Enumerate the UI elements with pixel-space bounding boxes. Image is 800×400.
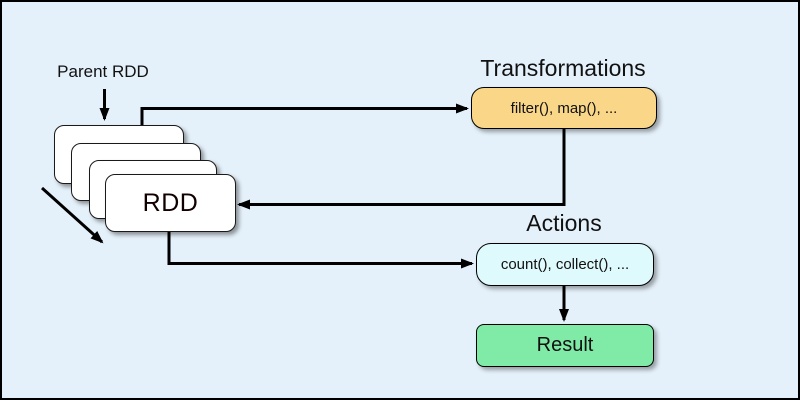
- actions-box: count(), collect(), ...: [476, 243, 654, 286]
- parent-rdd-label: Parent RDD: [57, 62, 149, 81]
- transformations-to-rdd-arrow: [237, 128, 566, 210]
- rdd-label: RDD: [142, 188, 199, 217]
- rdd-to-transformations-arrow: [140, 103, 469, 126]
- actions-box-label: count(), collect(), ...: [500, 256, 630, 273]
- actions-heading: Actions: [526, 210, 602, 236]
- result-box: Result: [476, 324, 654, 367]
- result-box-label: Result: [536, 334, 594, 356]
- transformations-heading: Transformations: [480, 55, 646, 81]
- rdd-front-card: RDD: [105, 174, 236, 232]
- transformations-box: filter(), map(), ...: [471, 87, 657, 129]
- rdd-to-actions-arrow: [167, 230, 474, 269]
- transformations-box-label: filter(), map(), ...: [510, 99, 618, 117]
